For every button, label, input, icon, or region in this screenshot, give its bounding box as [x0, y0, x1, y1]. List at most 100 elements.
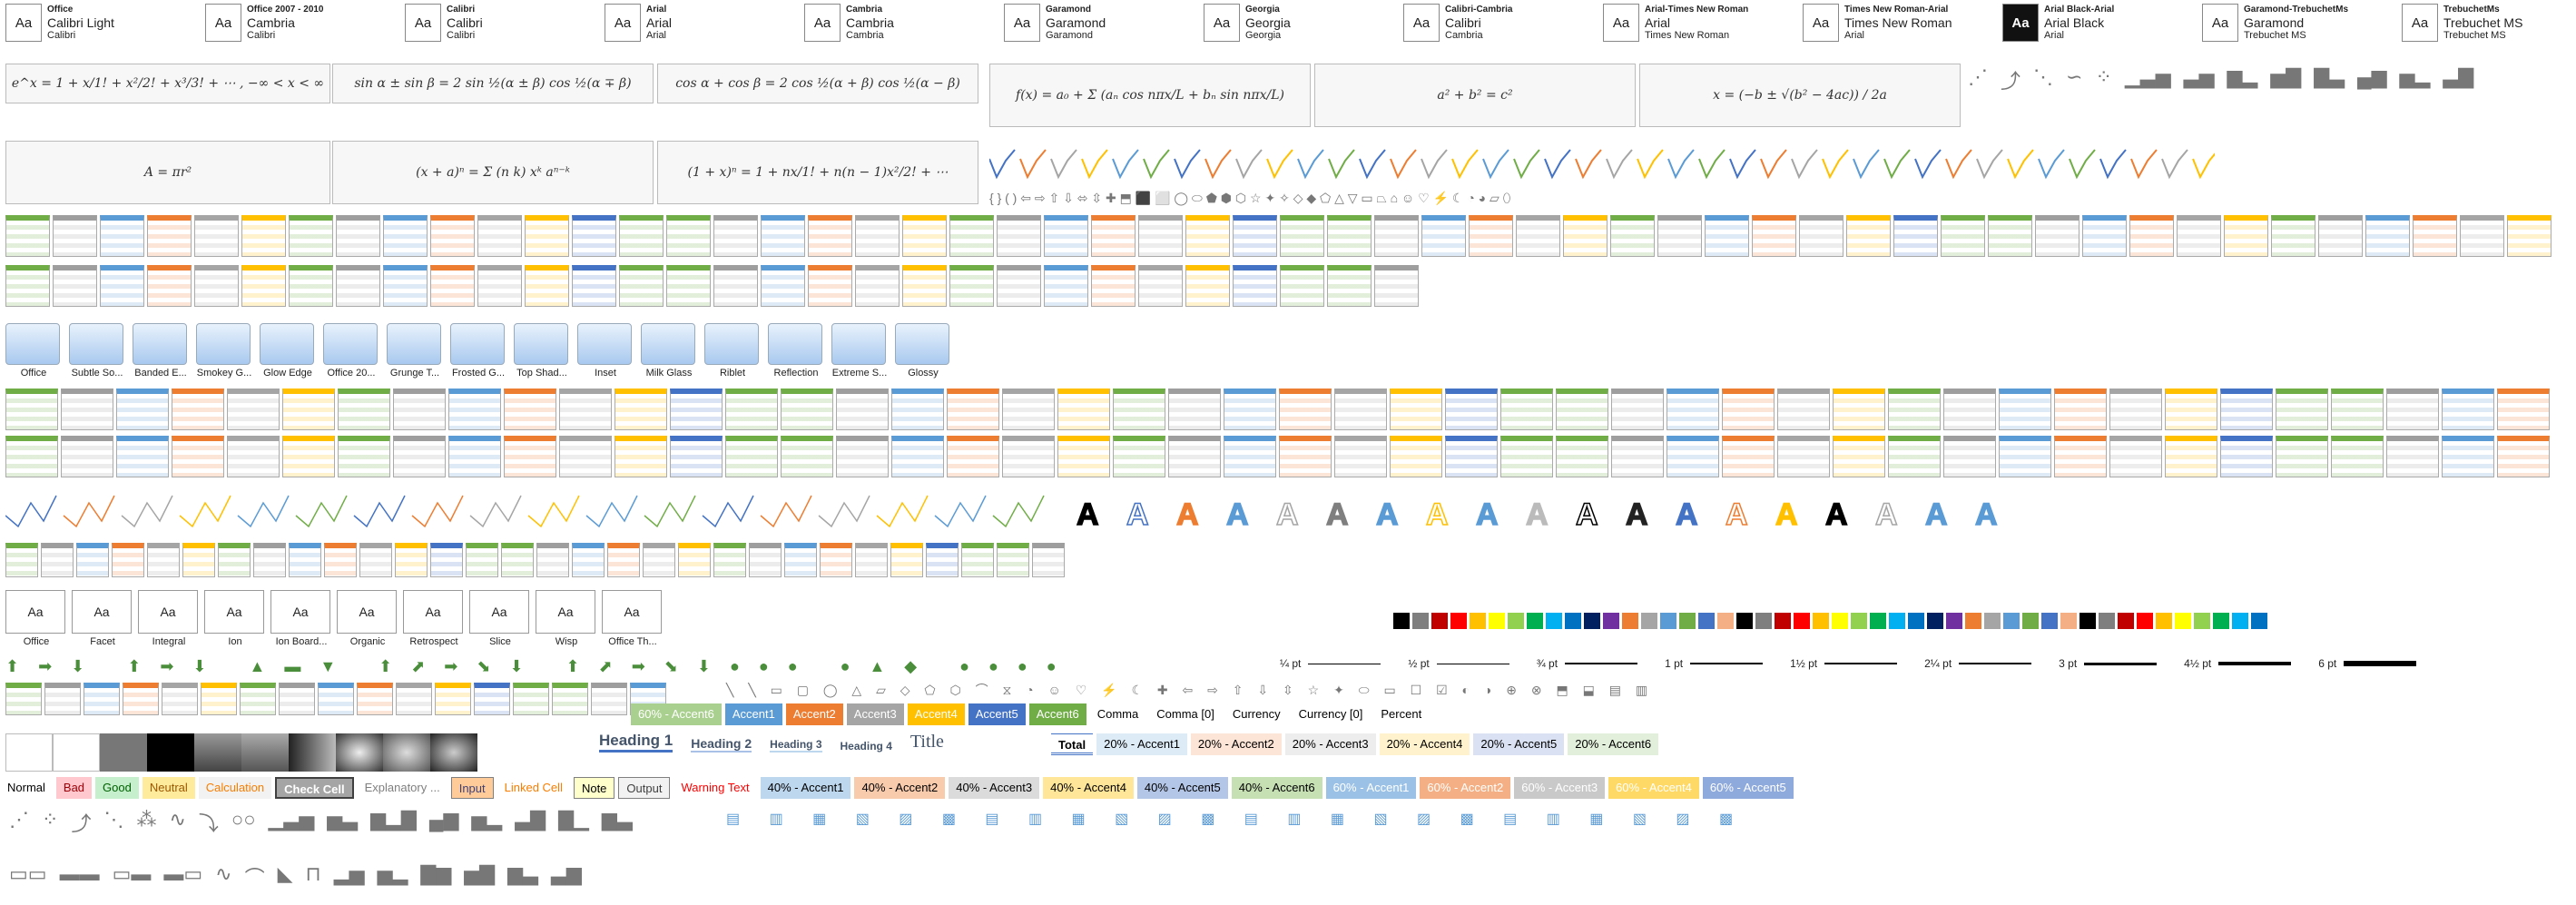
sparkline-style[interactable]	[121, 495, 173, 528]
color-swatch[interactable]	[2118, 613, 2134, 629]
table-style-swatch[interactable]	[1138, 265, 1183, 307]
line-weight-option[interactable]: 3 pt	[2059, 657, 2158, 670]
cell-style-item[interactable]: Input	[450, 777, 494, 799]
shape-effect-item[interactable]: Frosted G...	[450, 323, 506, 379]
color-swatch[interactable]	[1660, 613, 1676, 629]
table-style-swatch[interactable]	[670, 436, 723, 477]
table-style-swatch[interactable]	[1667, 436, 1719, 477]
line-style-swatch[interactable]	[1544, 149, 1571, 180]
table-style-swatch[interactable]	[477, 215, 522, 257]
line-weight-option[interactable]: 4½ pt	[2184, 657, 2292, 670]
table-style-swatch[interactable]	[855, 265, 900, 307]
wordart-style[interactable]: A	[1824, 497, 1848, 533]
table-style-swatch[interactable]	[172, 436, 224, 477]
table-style-swatch[interactable]	[338, 389, 390, 430]
table-style-swatch[interactable]	[240, 683, 276, 715]
chart-thumbnail[interactable]: ▇▆	[420, 862, 452, 885]
line-style-swatch[interactable]	[1976, 149, 2003, 180]
table-style-swatch[interactable]	[504, 436, 556, 477]
table-style-swatch[interactable]	[1893, 215, 1938, 257]
table-style-swatch[interactable]	[926, 543, 959, 577]
sparkline-style[interactable]	[411, 495, 464, 528]
table-style-swatch[interactable]	[891, 436, 944, 477]
shape-effect-item[interactable]: Office 20...	[323, 323, 379, 379]
table-style-swatch[interactable]	[147, 543, 180, 577]
table-style-swatch[interactable]	[1390, 436, 1442, 477]
table-style-swatch[interactable]	[5, 543, 38, 577]
chart-type-icon[interactable]: ∽	[2066, 65, 2083, 88]
color-swatch[interactable]	[2194, 613, 2210, 629]
wordart-style[interactable]: A	[1225, 497, 1249, 533]
table-style-swatch[interactable]	[359, 543, 392, 577]
table-style-swatch[interactable]	[2386, 389, 2439, 430]
table-style-swatch[interactable]	[241, 215, 286, 257]
table-style-swatch[interactable]	[61, 436, 113, 477]
color-swatch[interactable]	[2099, 613, 2115, 629]
table-style-swatch[interactable]	[1667, 389, 1719, 430]
table-style-swatch[interactable]	[678, 543, 711, 577]
cell-style-item[interactable]: Accent1	[724, 703, 782, 725]
equation-cosine-sum[interactable]: cos α + cos β = 2 cos ½(α + β) cos ½(α −…	[657, 64, 978, 103]
table-style-swatch[interactable]	[2109, 389, 2162, 430]
table-style-swatch[interactable]	[430, 543, 463, 577]
line-style-swatch[interactable]	[2069, 149, 2096, 180]
cell-style-item[interactable]: Accent6	[1028, 703, 1086, 725]
cell-style-item[interactable]: Explanatory ...	[357, 777, 447, 799]
heading-3-style[interactable]: Heading 3	[770, 738, 822, 753]
table-style-swatch[interactable]	[289, 215, 333, 257]
chart-thumbnail[interactable]: ▅▃	[327, 808, 359, 831]
wordart-style[interactable]: A	[1275, 497, 1299, 533]
cell-style-item[interactable]: Good	[95, 777, 139, 799]
color-swatch[interactable]	[1393, 613, 1410, 629]
table-style-swatch[interactable]	[1032, 543, 1065, 577]
cell-style-item[interactable]: Comma [0]	[1149, 703, 1222, 725]
table-style-swatch[interactable]	[1233, 215, 1277, 257]
table-style-swatch[interactable]	[1705, 215, 1749, 257]
title-style[interactable]: Title	[909, 732, 944, 752]
table-style-swatch[interactable]	[1777, 389, 1830, 430]
color-swatch[interactable]	[2137, 613, 2153, 629]
chart-thumbnail[interactable]: ⁂	[136, 808, 157, 831]
table-style-swatch[interactable]	[1390, 389, 1442, 430]
table-style-swatch[interactable]	[2220, 436, 2273, 477]
wordart-style[interactable]: A	[1325, 497, 1349, 533]
table-style-swatch[interactable]	[194, 265, 239, 307]
cell-style-item[interactable]: Calculation	[198, 777, 272, 799]
table-style-swatch[interactable]	[607, 543, 640, 577]
line-style-swatch[interactable]	[1729, 149, 1756, 180]
wordart-style[interactable]: A	[1126, 497, 1149, 533]
chart-thumbnail[interactable]: ▅▂	[471, 808, 503, 831]
shape-effect-item[interactable]: Riblet	[704, 323, 761, 379]
table-style-swatch[interactable]	[1091, 215, 1136, 257]
wordart-style[interactable]: A	[1775, 497, 1798, 533]
chart-thumbnail[interactable]: ▁▃▅	[268, 808, 315, 831]
chart-thumbnail[interactable]: ⤴	[71, 812, 92, 835]
color-swatch[interactable]	[1965, 613, 1981, 629]
chart-thumbnail[interactable]: ▃▇	[515, 808, 546, 831]
table-style-swatch[interactable]	[338, 436, 390, 477]
cell-style-item[interactable]: Output	[618, 777, 671, 799]
table-style-swatch[interactable]	[393, 436, 446, 477]
table-style-swatch[interactable]	[1556, 436, 1608, 477]
table-style-swatch[interactable]	[44, 683, 81, 715]
table-style-swatch[interactable]	[1374, 265, 1419, 307]
table-style-swatch[interactable]	[1888, 389, 1941, 430]
color-swatch[interactable]	[1527, 613, 1543, 629]
cell-style-item[interactable]: 20% - Accent2	[1190, 733, 1282, 755]
color-swatch[interactable]	[1927, 613, 1943, 629]
cell-style-item[interactable]: 40% - Accent1	[760, 777, 851, 799]
table-style-swatch[interactable]	[1516, 215, 1560, 257]
table-style-swatch[interactable]	[713, 543, 746, 577]
cell-style-item[interactable]: Normal	[0, 777, 53, 799]
shape-effect-item[interactable]: Reflection	[768, 323, 824, 379]
table-style-swatch[interactable]	[2224, 215, 2268, 257]
table-style-swatch[interactable]	[2129, 215, 2174, 257]
line-style-swatch[interactable]	[1204, 149, 1232, 180]
line-style-swatch[interactable]	[2099, 149, 2127, 180]
table-style-swatch[interactable]	[2442, 389, 2494, 430]
line-style-swatch[interactable]	[1112, 149, 1139, 180]
table-style-swatch[interactable]	[855, 215, 900, 257]
